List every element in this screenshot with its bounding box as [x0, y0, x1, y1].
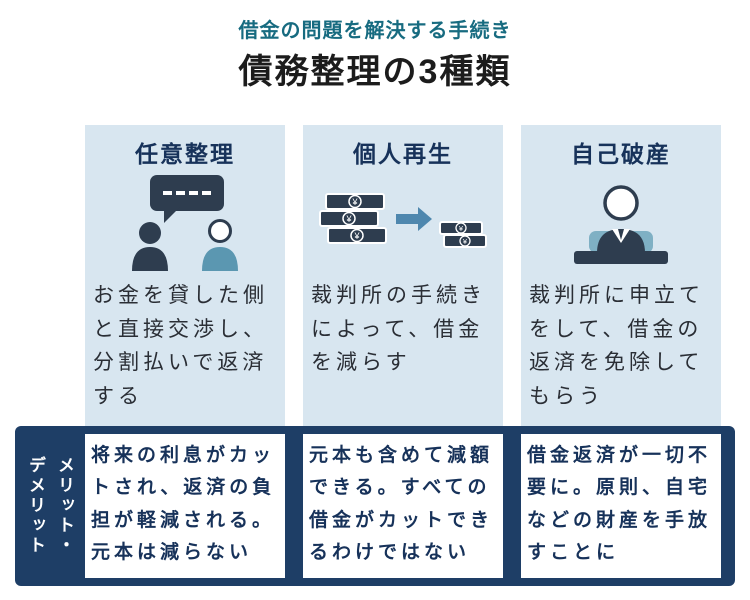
svg-text:¥: ¥ [351, 197, 358, 207]
merit-demerit-boxes: 将来の利息がカットされ、返済の負担が軽減される。元本は減らない 元本も含めて減額… [85, 434, 721, 578]
svg-text:¥: ¥ [463, 237, 468, 246]
merit-demerit-label: メリット・ デメリット [15, 426, 85, 586]
column-title: 個人再生 [353, 141, 453, 167]
merit-demerit-box-bankruptcy: 借金返済が一切不要に。原則、自宅などの財産を手放すことに [521, 434, 721, 578]
svg-text:¥: ¥ [345, 214, 352, 224]
column-description: 裁判所に申立てをして、借金の返済を免除してもらう [529, 284, 704, 408]
column-description: お金を貸した側と直接交渉し、分割払いで返済する [93, 284, 268, 408]
page-title: 債務整理の3種類 [238, 53, 512, 91]
column-voluntary-liquidation: 任意整理 お金を貸した側と直接交渉し、分割払 [85, 125, 285, 426]
merit-demerit-box-voluntary: 将来の利息がカットされ、返済の負担が軽減される。元本は減らない [85, 434, 285, 578]
merit-demerit-label-line2: デメリット [26, 456, 45, 556]
merit-demerit-label-line1: メリット・ [55, 456, 74, 556]
money-reduction-arrow-icon: ¥ ¥ ¥ ¥ [303, 169, 503, 277]
column-bankruptcy: 自己破産 裁判所に申立てをして、借金の返済を免除してもらう [521, 125, 721, 426]
column-title: 自己破産 [571, 141, 671, 167]
person-at-desk-icon [521, 169, 721, 277]
chat-negotiation-icon [85, 169, 285, 277]
merit-demerit-band: メリット・ デメリット 将来の利息がカットされ、返済の負担が軽減される。元本は減… [15, 426, 735, 586]
column-individual-rehabilitation: 個人再生 ¥ ¥ ¥ [303, 125, 503, 426]
subtitle: 借金の問題を解決する手続き [238, 20, 512, 42]
svg-text:¥: ¥ [353, 231, 360, 241]
svg-text:¥: ¥ [459, 224, 464, 233]
column-description: 裁判所の手続きによって、借金を減らす [311, 284, 486, 375]
column-title: 任意整理 [135, 141, 235, 167]
merit-demerit-box-rehabilitation: 元本も含めて減額できる。すべての借金がカットできるわけではない [303, 434, 503, 578]
procedure-columns: 任意整理 お金を貸した側と直接交渉し、分割払 [85, 125, 721, 426]
